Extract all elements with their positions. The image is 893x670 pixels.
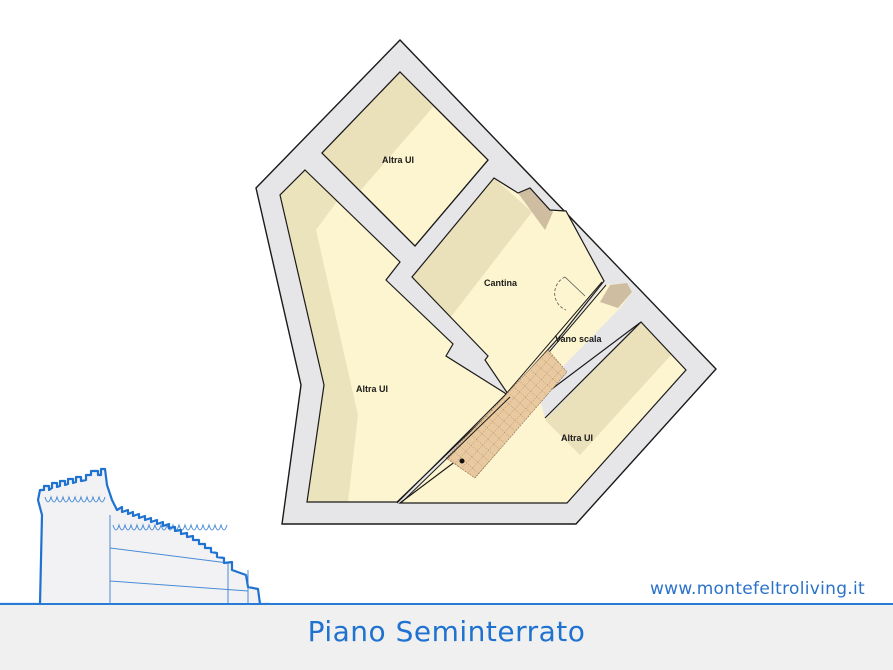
footer-band bbox=[0, 605, 893, 670]
label-altra-ui-top: Altra UI bbox=[382, 155, 414, 165]
floor-title: Piano Seminterrato bbox=[307, 615, 586, 648]
room-altra-ui-top[interactable] bbox=[321, 71, 489, 247]
label-altra-ui-left: Altra UI bbox=[356, 384, 388, 394]
label-vano-scala: Vano scala bbox=[555, 334, 603, 344]
floor-plan: Altra UI Altra UI Cantina Vano scala Alt… bbox=[255, 38, 717, 525]
footer-divider bbox=[0, 603, 893, 605]
website-link[interactable]: www.montefeltroliving.it bbox=[649, 579, 865, 599]
stair-marker-icon bbox=[459, 458, 465, 464]
staircase[interactable] bbox=[445, 349, 568, 479]
castle-fortress-icon bbox=[0, 467, 270, 605]
label-cantina: Cantina bbox=[484, 278, 518, 288]
room-cantina[interactable] bbox=[411, 177, 605, 395]
label-altra-ui-right: Altra UI bbox=[561, 433, 593, 443]
